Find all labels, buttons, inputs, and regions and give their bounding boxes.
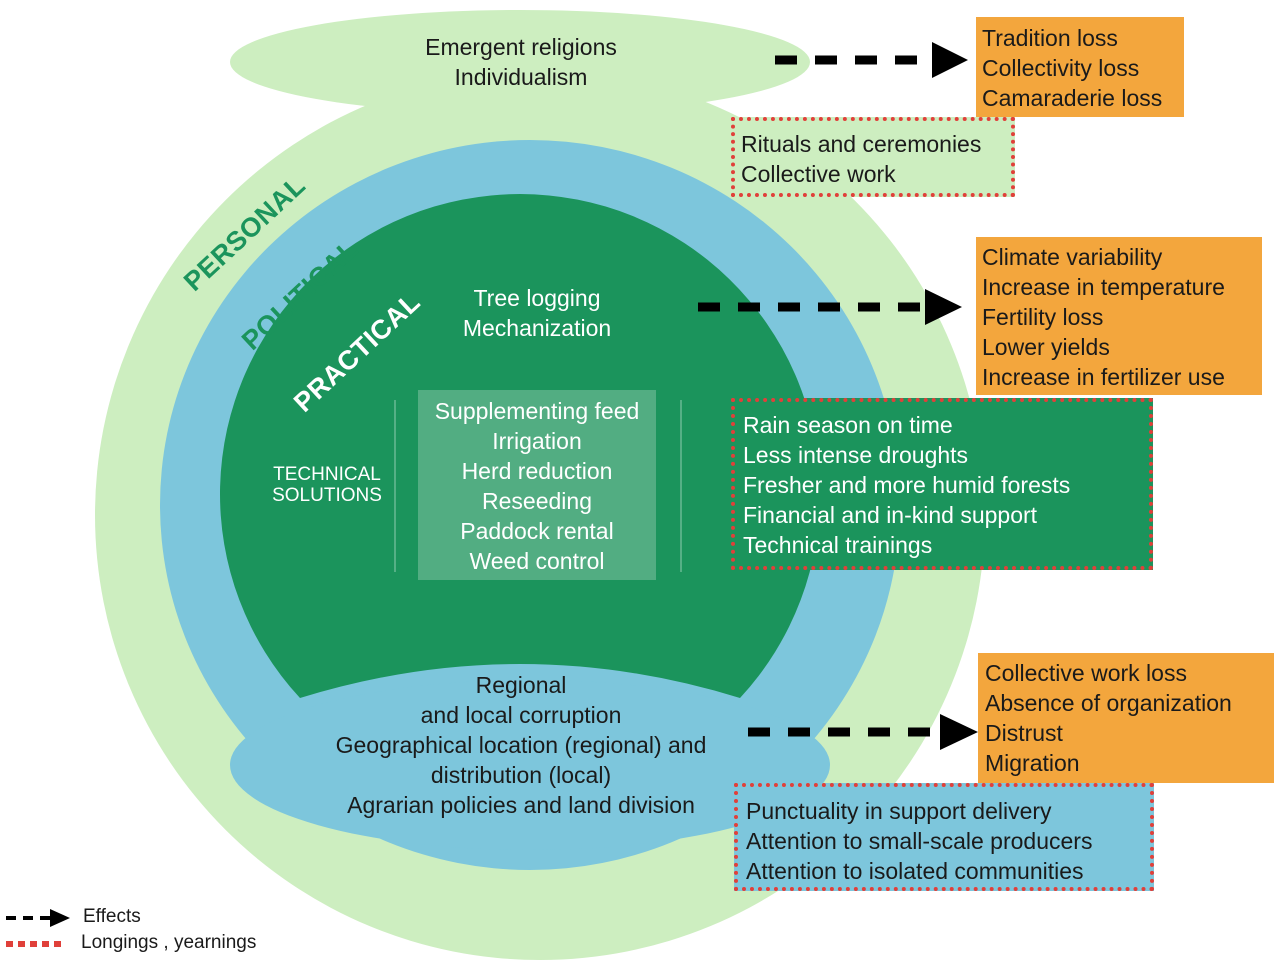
technical-box xyxy=(418,390,656,580)
political-cause-3: Geographical location (regional) and xyxy=(335,732,707,758)
practical-cause-2: Mechanization xyxy=(462,315,612,341)
personal-top-ellipse xyxy=(230,10,810,114)
personal-longings-box: Rituals and ceremonies Collective work xyxy=(731,117,1015,197)
legend-effects-symbol xyxy=(6,909,70,927)
personal-causes: Emergent religions Individualism xyxy=(400,32,642,92)
political-causes: Regional and local corruption Geographic… xyxy=(305,670,737,820)
personal-effect-1: Tradition loss xyxy=(982,25,1118,51)
practical-effect-4: Lower yields xyxy=(982,334,1110,360)
personal-effect-arrow xyxy=(775,42,968,78)
political-longing-2: Attention to small-scale producers xyxy=(746,828,1093,854)
political-effect-arrow xyxy=(748,714,978,750)
practical-effect-2: Increase in temperature xyxy=(982,274,1225,300)
practical-effect-arrow xyxy=(698,289,962,325)
practical-longing-4: Financial and in-kind support xyxy=(743,502,1038,528)
political-longings-box: Punctuality in support delivery Attentio… xyxy=(734,783,1154,891)
technical-solution-5: Paddock rental xyxy=(460,518,614,544)
political-longing-3: Attention to isolated communities xyxy=(746,858,1084,884)
political-effect-3: Distrust xyxy=(985,720,1063,746)
technical-solution-3: Herd reduction xyxy=(461,458,613,484)
technical-label-line-1: TECHNICAL xyxy=(273,464,381,485)
practical-effects-box: Climate variability Increase in temperat… xyxy=(976,237,1262,395)
technical-solution-4: Reseeding xyxy=(482,488,592,514)
practical-longing-1: Rain season on time xyxy=(743,412,953,438)
personal-cause-2: Individualism xyxy=(454,64,588,90)
practical-causes: Tree logging Mechanization xyxy=(437,283,637,343)
legend-effects-label: Effects xyxy=(83,906,141,927)
technical-solutions-label: TECHNICAL SOLUTIONS xyxy=(262,464,392,506)
political-cause-2: and local corruption xyxy=(420,702,622,728)
technical-solution-2: Irrigation xyxy=(492,428,582,454)
political-cause-1: Regional xyxy=(475,672,567,698)
political-effect-2: Absence of organization xyxy=(985,690,1232,716)
personal-longing-2: Collective work xyxy=(741,161,896,187)
practical-longing-3: Fresher and more humid forests xyxy=(743,472,1071,498)
practical-effect-1: Climate variability xyxy=(982,244,1163,270)
personal-effects-box: Tradition loss Collectivity loss Camarad… xyxy=(976,17,1184,117)
political-cause-4: distribution (local) xyxy=(430,762,612,788)
personal-cause-1: Emergent religions xyxy=(425,34,617,60)
political-bottom-ellipse xyxy=(230,680,830,850)
technical-solutions-list: Supplementing feed Irrigation Herd reduc… xyxy=(418,396,656,576)
legend-longings-label: Longings , yearnings xyxy=(81,932,257,953)
political-effect-4: Migration xyxy=(985,750,1080,776)
political-cause-5: Agrarian policies and land division xyxy=(347,792,695,818)
technical-label-line-2: SOLUTIONS xyxy=(272,485,382,506)
personal-longing-1: Rituals and ceremonies xyxy=(741,131,982,157)
political-longing-1: Punctuality in support delivery xyxy=(746,798,1052,824)
practical-longings-box: Rain season on time Less intense drought… xyxy=(731,398,1153,570)
technical-solution-1: Supplementing feed xyxy=(434,398,640,424)
personal-effect-2: Collectivity loss xyxy=(982,55,1140,81)
practical-effect-3: Fertility loss xyxy=(982,304,1104,330)
political-effect-1: Collective work loss xyxy=(985,660,1187,686)
technical-solution-6: Weed control xyxy=(469,548,605,574)
personal-effect-3: Camaraderie loss xyxy=(982,85,1163,111)
practical-longing-2: Less intense droughts xyxy=(743,442,969,468)
political-effects-box: Collective work loss Absence of organiza… xyxy=(978,653,1274,783)
practical-longing-5: Technical trainings xyxy=(743,532,933,558)
practical-cause-1: Tree logging xyxy=(473,285,601,311)
practical-effect-5: Increase in fertilizer use xyxy=(982,364,1225,390)
